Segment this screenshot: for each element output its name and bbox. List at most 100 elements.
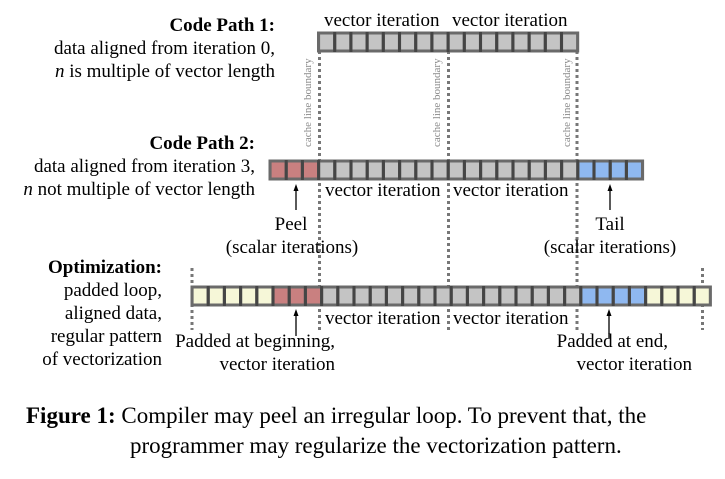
arrows bbox=[293, 184, 613, 338]
opt-vector-cell bbox=[436, 288, 450, 304]
opt-vector-cell bbox=[566, 288, 580, 304]
cp1-vector-cell bbox=[384, 34, 398, 50]
opt-pad-cell bbox=[695, 288, 709, 304]
opt-tail-cell bbox=[598, 288, 612, 304]
peel-arrow-head bbox=[293, 184, 299, 191]
cp1-vector-cell bbox=[449, 34, 463, 50]
opt-vector-cell bbox=[533, 288, 547, 304]
opt-vector-cell bbox=[371, 288, 385, 304]
opt-vector-cell bbox=[339, 288, 353, 304]
padded-end-arrow-head bbox=[606, 309, 612, 316]
cp2-peel-cell bbox=[304, 162, 317, 178]
padded-beginning-arrow-head bbox=[293, 309, 299, 316]
cp1-iteration-label-2: vector iteration bbox=[452, 10, 568, 31]
cp2-vector-cell bbox=[530, 162, 544, 178]
opt-vector-cell bbox=[501, 288, 515, 304]
cp2-vector-cell bbox=[368, 162, 382, 178]
cp2-vector-cell bbox=[401, 162, 415, 178]
cp2-vector-cell bbox=[466, 162, 479, 178]
cp2-vector-cell bbox=[433, 162, 447, 178]
n-variable: n bbox=[23, 179, 33, 200]
cp1-vector-cell bbox=[336, 34, 350, 50]
opt-vector-cell bbox=[420, 288, 434, 304]
code-path-2-title: Code Path 2: bbox=[149, 133, 255, 154]
cp2-tail-cell bbox=[595, 162, 609, 178]
code-path-1-title: Code Path 1: bbox=[169, 15, 275, 36]
tail-label: Tail bbox=[595, 214, 625, 235]
tail-sublabel: (scalar iterations) bbox=[543, 237, 677, 258]
opt-vector-cell bbox=[323, 288, 337, 304]
cp2-vector-cell bbox=[352, 162, 366, 178]
cp1-vector-cell bbox=[401, 34, 415, 50]
cp2-iteration-label-1: vector iteration bbox=[325, 180, 441, 201]
optimization-line3: regular pattern bbox=[50, 326, 162, 347]
cp1-vector-cell bbox=[368, 34, 382, 50]
cp2-vector-cell bbox=[514, 162, 528, 178]
opt-vector-cell bbox=[550, 288, 563, 304]
cp1-vector-cell bbox=[530, 34, 544, 50]
cp2-tail-cell bbox=[611, 162, 625, 178]
cp2-peel-cell bbox=[287, 162, 301, 178]
opt-peel-cell bbox=[274, 288, 288, 304]
cp1-vector-cell bbox=[514, 34, 528, 50]
code-path-1-line1: data aligned from iteration 0, bbox=[53, 38, 275, 59]
opt-vector-cell bbox=[404, 288, 418, 304]
caption-line-1: Figure 1: Compiler may peel an irregular… bbox=[26, 401, 646, 431]
cp1-vector-cell bbox=[546, 34, 560, 50]
peel-label: Peel bbox=[274, 214, 308, 235]
cp1-vector-cell bbox=[465, 34, 479, 50]
cp2-vector-cell bbox=[320, 162, 334, 178]
code-path-1-row bbox=[317, 31, 580, 53]
figure-caption: Figure 1: Compiler may peel an irregular… bbox=[26, 401, 646, 461]
code-path-1-line2: n is multiple of vector length bbox=[54, 60, 275, 83]
padded-beginning-label: Padded at beginning, bbox=[175, 331, 335, 352]
tail-arrow-head bbox=[607, 184, 613, 191]
cp1-vector-cell bbox=[433, 34, 447, 50]
opt-pad-cell bbox=[663, 288, 677, 304]
padded-end-sublabel: vector iteration bbox=[576, 354, 692, 375]
opt-vector-cell bbox=[485, 288, 499, 304]
opt-pad-cell bbox=[258, 288, 272, 304]
opt-pad-cell bbox=[679, 288, 693, 304]
cache-line-label-1: cache line boundary bbox=[302, 58, 314, 147]
opt-vector-cell bbox=[517, 288, 531, 304]
optimization-line1: padded loop, bbox=[63, 280, 162, 301]
optimization-description: Optimization: padded loop, aligned data,… bbox=[42, 256, 162, 371]
opt-pad-cell bbox=[193, 288, 207, 304]
cp2-vector-cell bbox=[385, 162, 398, 178]
cp2-vector-cell bbox=[482, 162, 496, 178]
padded-end-label: Padded at end, bbox=[556, 331, 668, 352]
opt-tail-cell bbox=[614, 288, 628, 304]
opt-pad-cell bbox=[242, 288, 256, 304]
cp2-vector-cell bbox=[563, 162, 577, 178]
code-path-2-row bbox=[268, 159, 645, 181]
cp1-vector-cell bbox=[320, 34, 334, 50]
code-path-2-line2-text: not multiple of vector length bbox=[32, 179, 255, 200]
code-path-2-line1: data aligned from iteration 3, bbox=[33, 156, 255, 177]
cache-line-label-2: cache line boundary bbox=[431, 58, 443, 147]
cp2-tail-cell bbox=[579, 162, 593, 178]
optimization-title: Optimization: bbox=[48, 257, 162, 278]
caption-text-1: Compiler may peel an irregular loop. To … bbox=[121, 403, 647, 428]
opt-peel-cell bbox=[290, 288, 304, 304]
opt-iteration-label-2: vector iteration bbox=[453, 308, 569, 329]
padded-beginning-sublabel: vector iteration bbox=[219, 354, 335, 375]
optimization-row bbox=[190, 285, 712, 307]
opt-peel-cell bbox=[307, 288, 320, 304]
opt-vector-cell bbox=[388, 288, 401, 304]
code-path-1-description: Code Path 1: data aligned from iteration… bbox=[54, 14, 275, 83]
code-path-2-line2: n not multiple of vector length bbox=[23, 178, 255, 201]
cp2-vector-cell bbox=[336, 162, 350, 178]
code-path-1-line2-text: is multiple of vector length bbox=[64, 61, 275, 82]
n-variable: n bbox=[54, 61, 65, 82]
opt-tail-cell bbox=[631, 288, 644, 304]
cp1-vector-cell bbox=[563, 34, 577, 50]
opt-vector-cell bbox=[469, 288, 482, 304]
optimization-line4: of vectorization bbox=[42, 349, 162, 370]
code-path-2-description: Code Path 2: data aligned from iteration… bbox=[23, 132, 255, 201]
cp2-vector-cell bbox=[498, 162, 512, 178]
cp2-vector-cell bbox=[417, 162, 431, 178]
opt-vector-cell bbox=[355, 288, 369, 304]
figure-number: Figure 1: bbox=[26, 403, 116, 428]
